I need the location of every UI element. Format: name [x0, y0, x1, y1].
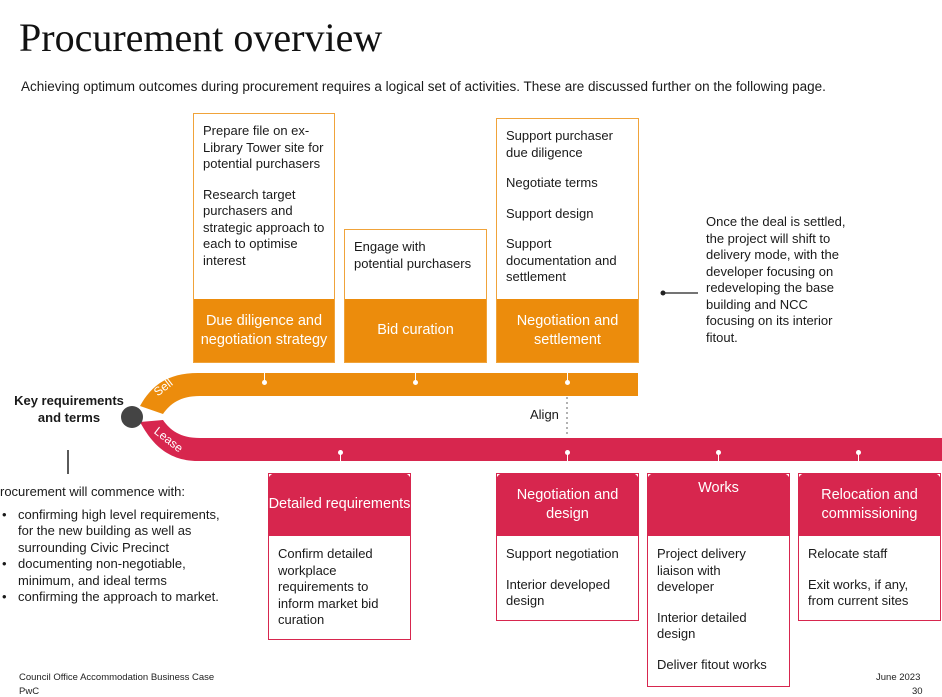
stage-item: Deliver fitout works — [657, 656, 767, 672]
align-label: Align — [530, 407, 559, 422]
right-note-dot — [660, 290, 666, 296]
sell-stage-negotiation-settlement: Support purchaser due diligence Negotiat… — [496, 118, 639, 363]
stage-heading: Bid curation — [345, 299, 486, 362]
key-requirements-label: Key requirements and terms — [14, 393, 124, 425]
stage-item: Interior detailed design — [657, 609, 747, 642]
sell-stage-bid-curation: Engage with potential purchasers Bid cur… — [344, 229, 487, 363]
footer-date: June 2023 — [876, 672, 921, 683]
left-note-lead: rocurement will commence with: — [0, 484, 185, 499]
stage-item: Support design — [506, 205, 594, 221]
lease-pin — [565, 450, 570, 473]
left-note: rocurement will commence with: confirmin… — [0, 484, 228, 606]
stage-heading: Negotiation and design — [496, 473, 639, 536]
stage-item: Exit works, if any, from current sites — [808, 576, 909, 609]
stage-heading: Relocation and commissioning — [798, 473, 941, 536]
stage-item: Project delivery liaison with developer — [657, 546, 746, 594]
lease-stage-detailed-requirements: Detailed requirements Confirm detailed w… — [268, 473, 411, 640]
lease-stage-works: Works Project delivery liaison with deve… — [647, 473, 790, 687]
stage-item: Engage with potential purchasers — [354, 239, 472, 271]
stage-item: Confirm detailed workplace requirements … — [278, 546, 379, 627]
stage-item: Negotiate terms — [506, 175, 598, 190]
page-title: Procurement overview — [19, 15, 383, 60]
lease-pin — [338, 450, 343, 473]
lease-stage-negotiation-design: Negotiation and design Support negotiati… — [496, 473, 639, 621]
footer-left-2: PwC — [19, 686, 40, 697]
lease-band — [140, 420, 942, 461]
footer-left: Council Office Accommodation Business Ca… — [19, 672, 215, 683]
sell-pin — [262, 363, 267, 385]
stage-item: Interior developed design — [506, 576, 611, 609]
sell-band — [140, 373, 638, 414]
stage-item: Research target purchasers and strategic… — [203, 186, 325, 268]
stage-item: Support negotiation — [506, 546, 619, 561]
stage-heading: Due diligence and negotiation strategy — [194, 299, 334, 362]
footer-page-number: 30 — [912, 686, 923, 697]
left-note-item: confirming the approach to market. — [2, 589, 228, 606]
left-note-item: documenting non-negotiable, minimum, and… — [2, 556, 228, 589]
intro-text: Achieving optimum outcomes during procur… — [21, 79, 826, 94]
lease-pin — [716, 450, 721, 473]
stage-item: Support documentation and settlement — [506, 236, 617, 284]
lease-pin — [856, 450, 861, 473]
stage-heading: Negotiation and settlement — [497, 299, 638, 362]
stage-item: Support purchaser due diligence — [506, 128, 613, 160]
stage-item: Prepare file on ex-Library Tower site fo… — [203, 123, 324, 171]
left-note-item: confirming high level requirements, for … — [2, 507, 228, 557]
right-note: Once the deal is settled, the project wi… — [706, 214, 846, 345]
stage-item: Relocate staff — [808, 546, 888, 561]
sell-pin — [565, 363, 570, 385]
lease-stage-relocation: Relocation and commissioning Relocate st… — [798, 473, 941, 621]
sell-pin — [413, 363, 418, 385]
stage-heading: Detailed requirements — [268, 473, 411, 536]
sell-stage-due-diligence: Prepare file on ex-Library Tower site fo… — [193, 113, 335, 363]
stage-heading: Works — [647, 473, 790, 536]
start-node — [121, 406, 143, 428]
